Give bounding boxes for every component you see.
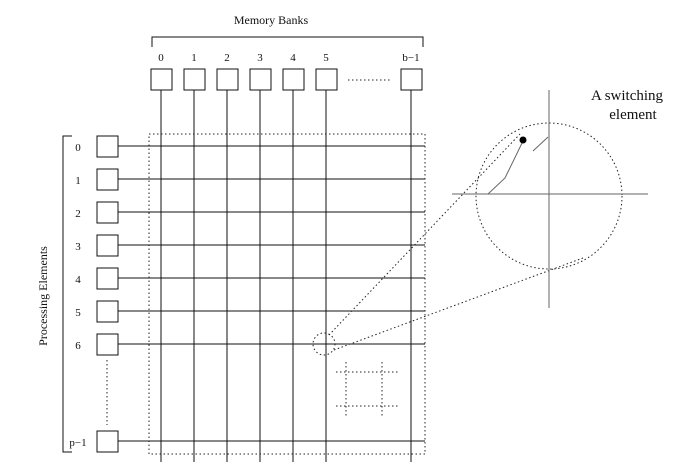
memory-bank-box <box>183 68 206 91</box>
pe-label: 2 <box>75 208 81 220</box>
processing-element-box <box>96 234 119 257</box>
bank-label: 4 <box>290 52 296 64</box>
bank-label: 0 <box>158 52 164 64</box>
switch-contact <box>532 136 549 152</box>
processing-element-box <box>96 267 119 290</box>
bank-wires <box>160 90 412 462</box>
switch-highlight-circle <box>312 332 336 356</box>
pe-label: 0 <box>75 142 81 154</box>
memory-banks-bracket <box>151 36 424 47</box>
processing-elements-bracket <box>62 135 72 453</box>
memory-bank-box <box>216 68 239 91</box>
magnify-line-bottom <box>333 257 584 351</box>
processing-element-box <box>96 201 119 224</box>
processing-element-box <box>96 430 119 453</box>
processing-element-boxes <box>96 135 119 453</box>
switch-callout-line1: A switching <box>591 88 664 104</box>
bank-label: 2 <box>224 52 230 64</box>
memory-bank-boxes <box>150 68 423 91</box>
pe-label: 5 <box>75 307 81 319</box>
switch-zoom-circle <box>475 122 623 270</box>
processing-element-box <box>96 168 119 191</box>
bank-label: 3 <box>257 52 263 64</box>
memory-bank-box <box>315 68 338 91</box>
switch-callout-line2: element <box>609 107 657 123</box>
processing-element-box <box>96 333 119 356</box>
bank-label: b−1 <box>402 52 419 64</box>
processing-element-labels: 0 1 2 3 4 5 6 p−1 <box>69 142 86 449</box>
pe-label: 4 <box>75 274 81 286</box>
switch-pivot-dot <box>519 136 527 144</box>
inner-grid-sketch <box>336 362 398 418</box>
processing-elements-title: Processing Elements <box>36 246 50 346</box>
pe-wires <box>118 145 425 442</box>
memory-bank-box <box>150 68 173 91</box>
crossbar-boundary <box>148 133 426 455</box>
pe-label: p−1 <box>69 437 86 449</box>
pe-label: 3 <box>75 241 81 253</box>
switch-arm <box>487 140 524 195</box>
memory-bank-box <box>249 68 272 91</box>
processing-element-box <box>96 135 119 158</box>
memory-bank-box <box>282 68 305 91</box>
processing-element-box <box>96 300 119 323</box>
memory-bank-labels: 0 1 2 3 4 5 b−1 <box>158 52 419 64</box>
bank-label: 5 <box>323 52 329 64</box>
bank-label: 1 <box>191 52 197 64</box>
pe-label: 6 <box>75 340 81 352</box>
pe-label: 1 <box>75 175 81 187</box>
memory-bank-box <box>400 68 423 91</box>
memory-banks-title: Memory Banks <box>234 13 309 27</box>
